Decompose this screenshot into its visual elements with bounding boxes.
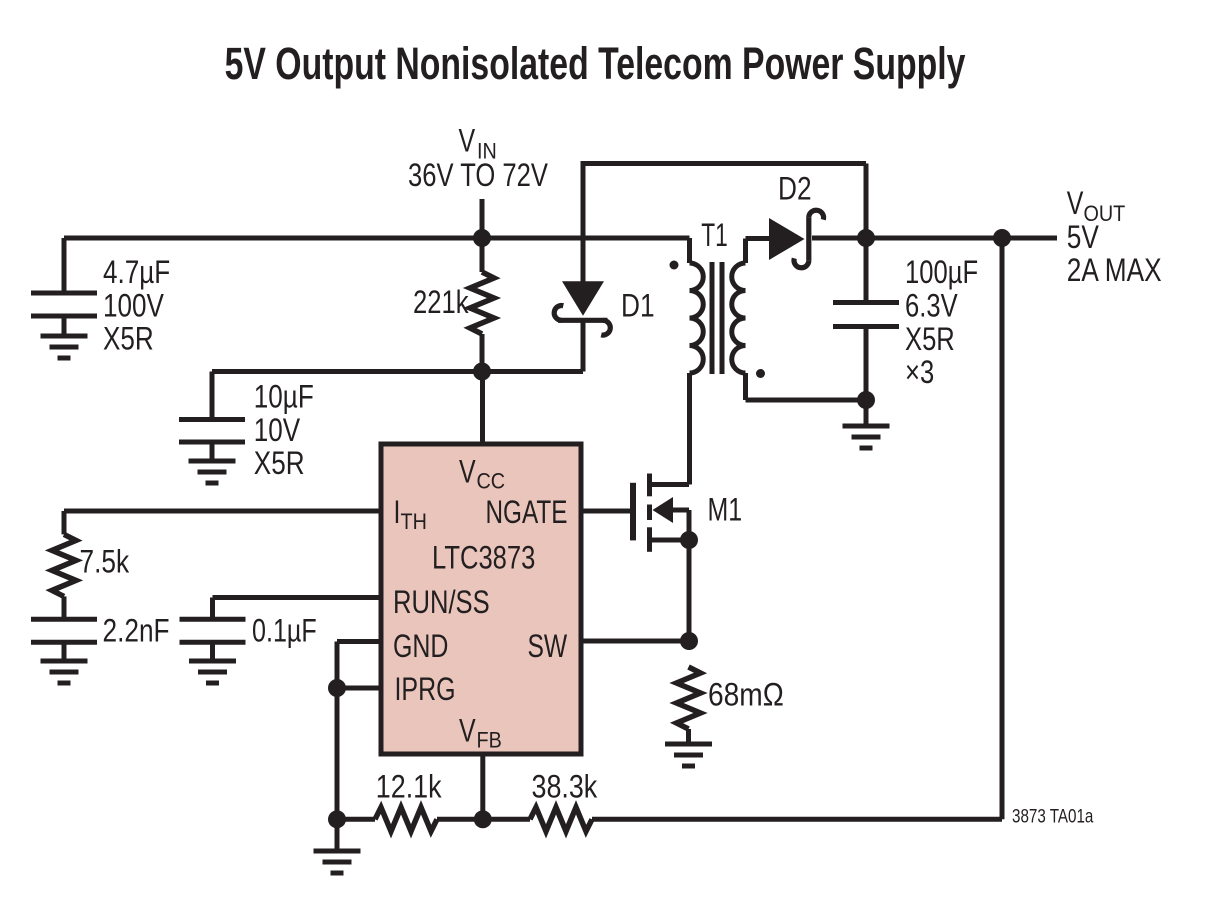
- svg-text:5V: 5V: [1067, 221, 1100, 256]
- svg-text:CC: CC: [477, 470, 506, 494]
- svg-text:V: V: [1067, 186, 1084, 222]
- svg-text:38.3k: 38.3k: [532, 769, 598, 805]
- svg-text:4.7µF: 4.7µF: [103, 256, 170, 291]
- svg-text:X5R: X5R: [254, 447, 305, 482]
- svg-text:×3: ×3: [905, 356, 934, 391]
- svg-text:RUN/SS: RUN/SS: [393, 585, 490, 620]
- svg-text:SW: SW: [528, 629, 568, 665]
- svg-text:M1: M1: [708, 493, 743, 529]
- svg-text:10V: 10V: [254, 413, 301, 448]
- svg-text:36V TO 72V: 36V TO 72V: [408, 158, 549, 193]
- svg-text:5V Output Nonisolated Telecom: 5V Output Nonisolated Telecom Power Supp…: [225, 39, 966, 89]
- svg-text:I: I: [394, 495, 401, 531]
- svg-text:6.3V: 6.3V: [905, 289, 958, 324]
- svg-text:221k: 221k: [413, 285, 469, 320]
- svg-text:100µF: 100µF: [905, 255, 978, 290]
- svg-text:68mΩ: 68mΩ: [708, 678, 784, 713]
- svg-text:D1: D1: [621, 289, 655, 324]
- svg-text:D2: D2: [778, 172, 812, 207]
- svg-text:100V: 100V: [103, 289, 164, 324]
- svg-text:T1: T1: [701, 217, 728, 253]
- svg-text:NGATE: NGATE: [486, 495, 568, 531]
- svg-text:GND: GND: [393, 629, 448, 665]
- svg-text:10µF: 10µF: [254, 380, 314, 415]
- svg-text:12.1k: 12.1k: [376, 769, 442, 805]
- svg-text:0.1µF: 0.1µF: [252, 614, 317, 650]
- svg-text:V: V: [459, 455, 476, 491]
- svg-text:LTC3873: LTC3873: [432, 541, 535, 576]
- svg-text:TH: TH: [401, 510, 427, 534]
- svg-text:OUT: OUT: [1084, 202, 1126, 226]
- svg-text:FB: FB: [477, 729, 502, 753]
- svg-text:3873 TA01a: 3873 TA01a: [1012, 805, 1094, 827]
- svg-text:X5R: X5R: [905, 322, 955, 357]
- svg-text:2.2nF: 2.2nF: [103, 614, 170, 649]
- svg-text:X5R: X5R: [103, 322, 154, 357]
- svg-text:V: V: [459, 124, 476, 160]
- svg-text:2A MAX: 2A MAX: [1067, 254, 1162, 289]
- svg-text:7.5k: 7.5k: [80, 545, 130, 580]
- svg-text:V: V: [459, 714, 476, 750]
- svg-text:IPRG: IPRG: [395, 672, 456, 708]
- svg-text:IN: IN: [477, 139, 497, 163]
